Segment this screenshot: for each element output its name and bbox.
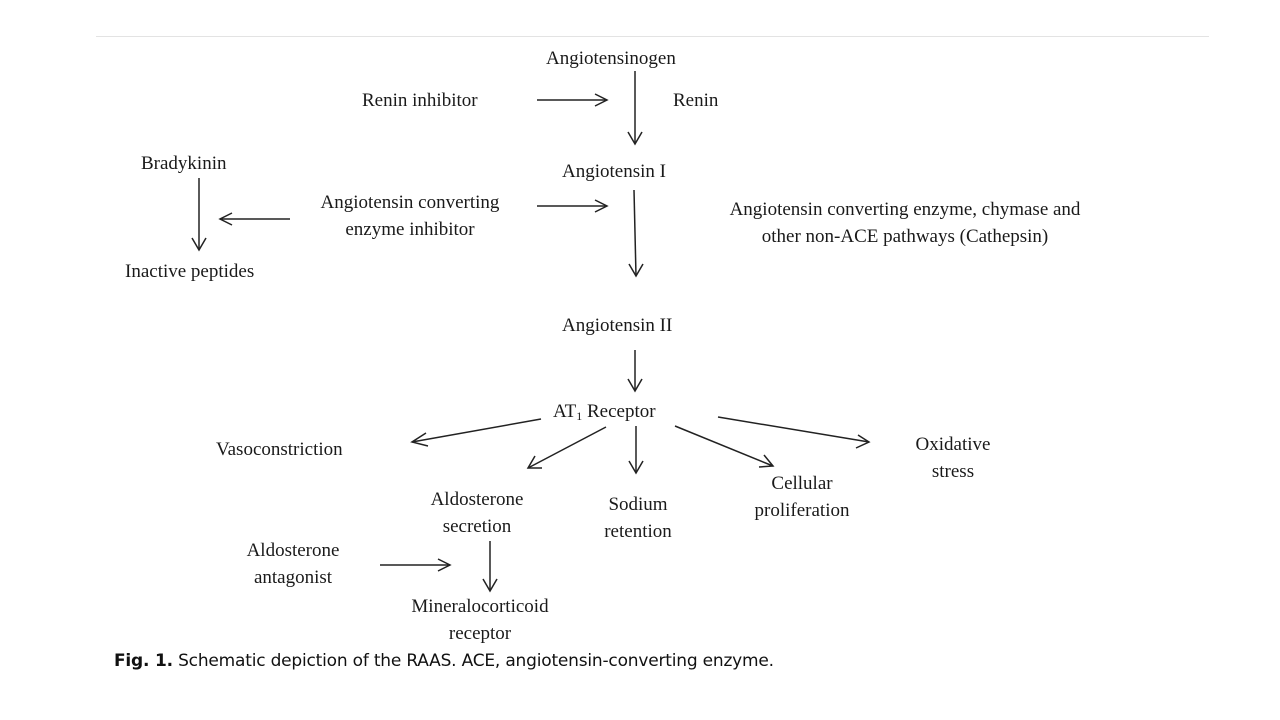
figure-caption: Fig. 1. Schematic depiction of the RAAS.… bbox=[114, 651, 774, 671]
arrow-renin-inhibitor bbox=[537, 93, 609, 107]
ace-inhibitor-line-2: enzyme inhibitor bbox=[345, 219, 475, 240]
node-ace-inhibitor: Angiotensin converting enzyme inhibitor bbox=[300, 189, 520, 243]
arrow-at1-to-cellular-proliferation bbox=[674, 425, 775, 468]
top-divider bbox=[96, 36, 1209, 37]
caption-text: Schematic depiction of the RAAS. ACE, an… bbox=[172, 651, 774, 671]
node-oxidative-stress: Oxidative stress bbox=[915, 434, 991, 482]
node-sodium-retention: Sodium retention bbox=[604, 494, 672, 542]
arrow-aldosterone-antagonist bbox=[380, 558, 452, 572]
ace-pathways-line-2: other non-ACE pathways (Cathepsin) bbox=[761, 226, 1049, 247]
node-at1-receptor: AT1 Receptor bbox=[553, 401, 656, 423]
node-renin-inhibitor: Renin inhibitor bbox=[362, 90, 478, 111]
caption-label: Fig. 1. bbox=[114, 651, 173, 671]
node-cellular-proliferation: Cellular proliferation bbox=[754, 473, 850, 521]
arrow-aldosterone-to-mineralocorticoid bbox=[482, 541, 498, 593]
ace-pathways-line-1: Angiotensin converting enzyme, chymase a… bbox=[729, 199, 1081, 220]
arrow-bradykinin-to-inactive-peptides bbox=[191, 178, 207, 252]
ace-inhibitor-line-1: Angiotensin converting bbox=[320, 192, 500, 213]
node-vasoconstriction: Vasoconstriction bbox=[216, 439, 343, 460]
arrow-at1-to-sodium-retention bbox=[628, 426, 644, 475]
arrow-ace-inhibitor-right bbox=[537, 199, 609, 213]
node-aldosterone-antagonist: Aldosterone antagonist bbox=[246, 540, 340, 588]
arrow-angiotensin-ii-to-at1 bbox=[627, 350, 643, 393]
arrow-at1-to-aldosterone-secretion bbox=[526, 426, 607, 469]
node-renin: Renin bbox=[673, 90, 719, 111]
arrow-angiotensinogen-to-angiotensin-i bbox=[627, 71, 643, 146]
node-bradykinin: Bradykinin bbox=[141, 153, 227, 174]
arrow-at1-to-vasoconstriction bbox=[410, 418, 542, 447]
node-aldosterone-secretion: Aldosterone secretion bbox=[430, 489, 524, 537]
node-ace-pathways: Angiotensin converting enzyme, chymase a… bbox=[690, 196, 1120, 250]
node-angiotensin-ii: Angiotensin II bbox=[562, 315, 673, 336]
node-angiotensinogen: Angiotensinogen bbox=[546, 48, 676, 69]
arrow-at1-to-oxidative-stress bbox=[717, 416, 871, 449]
node-inactive-peptides: Inactive peptides bbox=[125, 261, 255, 282]
node-angiotensin-i: Angiotensin I bbox=[562, 161, 666, 182]
node-mineralocorticoid-receptor: Mineralocorticoid receptor bbox=[411, 596, 549, 644]
arrow-ace-inhibitor-left bbox=[218, 212, 290, 226]
arrow-angiotensin-i-to-angiotensin-ii bbox=[628, 189, 644, 278]
